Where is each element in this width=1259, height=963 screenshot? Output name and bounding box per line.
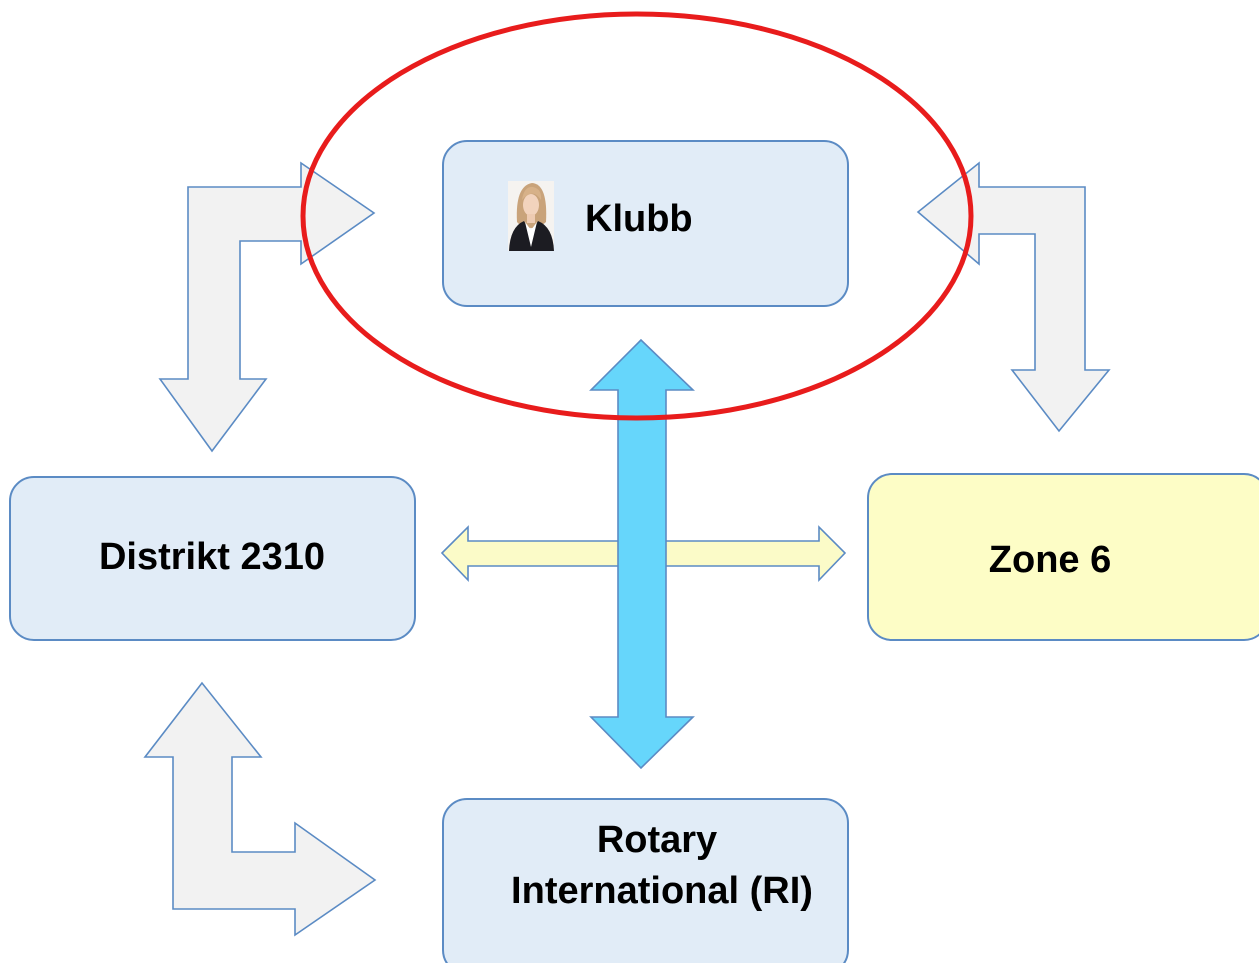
klubb-highlight-ellipse: [300, 11, 974, 421]
rotary-label-line2: International (RI): [511, 870, 813, 912]
arrow-klubb-to-zone: [916, 161, 1111, 433]
zone-label: Zone 6: [989, 539, 1111, 581]
distrikt-label: Distrikt 2310: [99, 536, 325, 578]
zone-box: [867, 473, 1259, 641]
klubb-label: Klubb: [585, 198, 693, 240]
arrow-klubb-to-distrikt: [158, 161, 376, 453]
person-portrait-icon: [508, 181, 554, 251]
rotary-label-line1: Rotary: [597, 819, 717, 861]
arrow-klubb-rotary: [589, 338, 695, 770]
arrow-distrikt-to-rotary: [143, 681, 377, 937]
rotary-box: [442, 798, 849, 963]
distrikt-box: [9, 476, 416, 641]
